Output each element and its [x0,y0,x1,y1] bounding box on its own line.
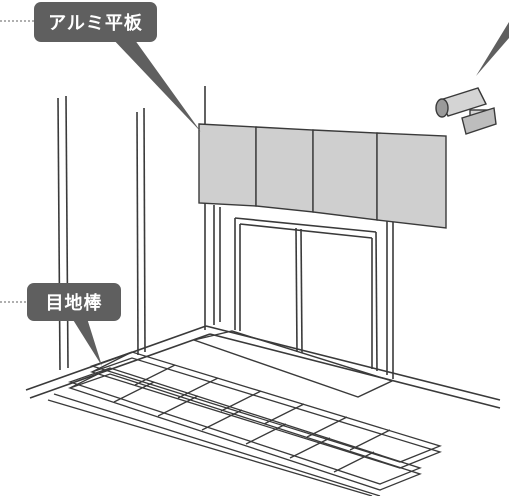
joint-rod-grid [47,351,442,496]
aluminum-panel-3 [312,129,378,221]
aluminum-panel-1 [198,123,257,207]
callout-pointer-aluminum [110,36,201,132]
security-camera-icon [435,87,497,135]
aluminum-panel-2 [255,126,314,213]
aluminum-panels [198,123,447,229]
entrance-doors [213,205,394,379]
callout-pointer-joint [70,315,102,366]
callout-pointer-camera [476,22,509,76]
callout-label-aluminum-panel: アルミ平板 [34,2,157,42]
entrance-mat [191,330,394,398]
callout-label-joint-rod: 目地棒 [27,283,121,321]
left-wall [57,86,206,371]
aluminum-panel-4 [376,132,447,229]
